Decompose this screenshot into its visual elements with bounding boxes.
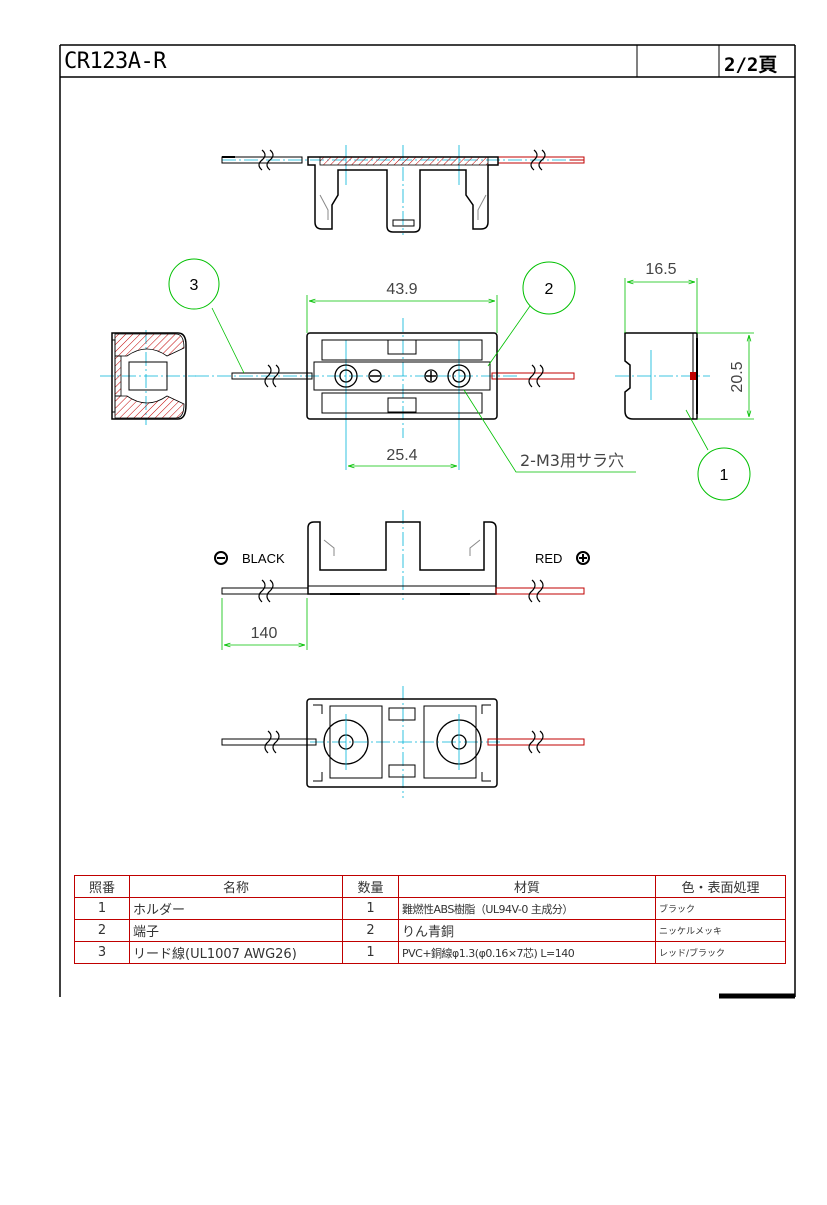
dim-width: 16.5 xyxy=(645,261,676,278)
dim-overall-length: 43.9 xyxy=(386,281,417,298)
table-row: 1 ホルダー 1 難燃性ABS樹脂（UL94V-0 主成分） ブラック xyxy=(74,897,786,920)
table-row: 2 端子 2 りん青銅 ニッケルメッキ xyxy=(74,919,786,942)
cell-name: リード線(UL1007 AWG26) xyxy=(129,941,343,964)
cell-material: PVC+銅線φ1.3(φ0.16×7芯) L=140 xyxy=(398,941,656,964)
lead-label-black: BLACK xyxy=(242,551,285,566)
plus-symbol-icon xyxy=(576,551,590,565)
callout-circle-3 xyxy=(168,258,220,310)
cell-ref: 3 xyxy=(74,941,130,964)
cell-ref: 1 xyxy=(74,897,130,920)
cell-finish: ニッケルメッキ xyxy=(655,919,786,942)
cell-finish: ブラック xyxy=(655,897,786,920)
col-header-qty: 数量 xyxy=(342,875,399,898)
minus-symbol-icon xyxy=(214,551,228,565)
table-row: 3 リード線(UL1007 AWG26) 1 PVC+銅線φ1.3(φ0.16×… xyxy=(74,941,786,964)
dim-hole-pitch: 25.4 xyxy=(386,447,417,464)
cell-material: りん青銅 xyxy=(398,919,656,942)
bottom-view xyxy=(221,686,585,798)
drawing-labels: 43.9 25.4 16.5 20.5 140 2-M3用サラ穴 3 2 1 B… xyxy=(190,261,746,642)
col-header-material: 材質 xyxy=(398,875,656,898)
col-header-name: 名称 xyxy=(129,875,343,898)
callout-number-1: 1 xyxy=(720,467,729,484)
dim-height: 20.5 xyxy=(729,361,746,392)
cell-finish: レッド/ブラック xyxy=(655,941,786,964)
cell-qty: 2 xyxy=(342,919,399,942)
callout-circle-2 xyxy=(522,261,576,315)
callout-number-2: 2 xyxy=(545,281,554,298)
end-section-view xyxy=(100,330,196,425)
cell-qty: 1 xyxy=(342,941,399,964)
parts-table-header: 照番 名称 数量 材質 色・表面処理 xyxy=(74,875,786,898)
top-elevation-view xyxy=(221,145,585,235)
cell-name: ホルダー xyxy=(129,897,343,920)
cell-ref: 2 xyxy=(74,919,130,942)
lead-label-red: RED xyxy=(535,551,562,566)
callout-circle-1 xyxy=(697,447,751,501)
dim-lead-length: 140 xyxy=(251,625,278,642)
parts-table: 照番 名称 数量 材質 色・表面処理 1 ホルダー 1 難燃性ABS樹脂（UL9… xyxy=(74,875,786,964)
cell-qty: 1 xyxy=(342,897,399,920)
cell-material: 難燃性ABS樹脂（UL94V-0 主成分） xyxy=(398,897,656,920)
col-header-ref: 照番 xyxy=(74,875,130,898)
col-header-finish: 色・表面処理 xyxy=(655,875,786,898)
mounting-hole-note: 2-M3用サラ穴 xyxy=(520,451,624,470)
frame xyxy=(59,44,796,999)
front-elevation-view xyxy=(214,510,590,650)
callout-number-3: 3 xyxy=(190,277,199,294)
end-elevation-view xyxy=(615,278,754,451)
cell-name: 端子 xyxy=(129,919,343,942)
page-number: 2/2頁 xyxy=(724,54,778,76)
plan-view xyxy=(195,295,636,473)
drawing-title: CR123A-R xyxy=(64,49,166,74)
